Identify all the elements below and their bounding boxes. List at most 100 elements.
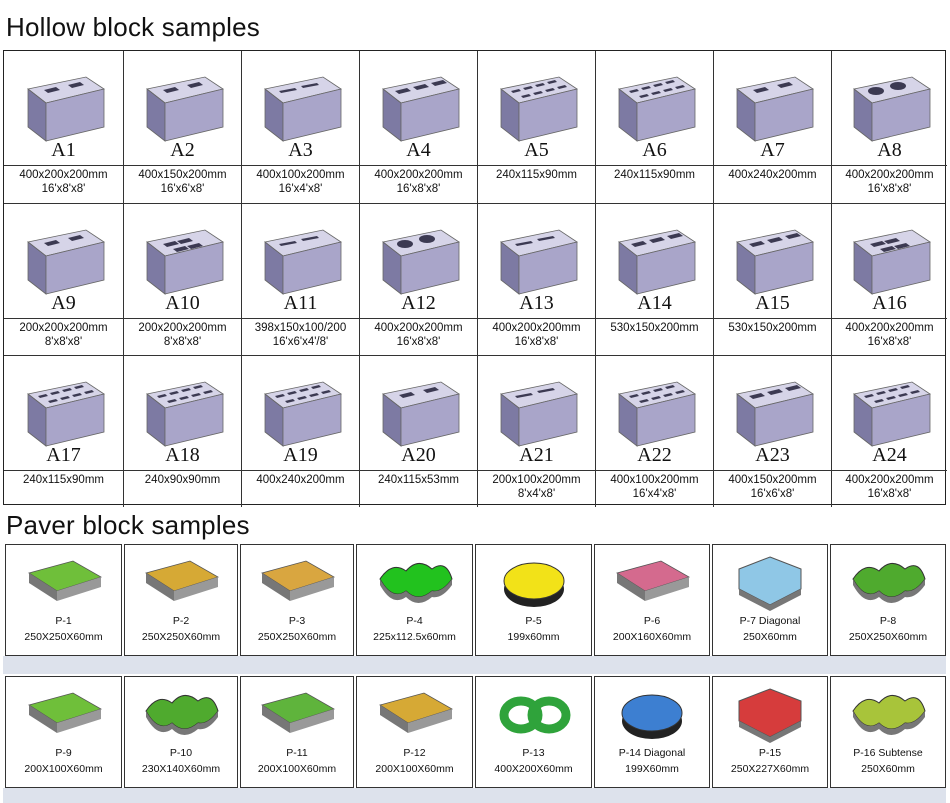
hollow-block-illustration <box>735 76 814 142</box>
paver-code: P-7 Diagonal <box>739 615 801 627</box>
paver-code: P-10 <box>169 747 193 759</box>
paver-block-illustration <box>852 563 926 603</box>
block-code: A21 <box>519 444 554 466</box>
block-image: A24 <box>832 356 947 471</box>
paver-block-illustration <box>27 692 102 733</box>
block-code: A8 <box>877 139 902 161</box>
paver-code: P-13 <box>522 747 545 759</box>
block-dimensions-ft: 16'x6'x8' <box>750 488 795 500</box>
block-dimensions-mm: 530x150x200mm <box>728 322 817 334</box>
hollow-block-illustration <box>617 381 696 447</box>
block-code: A10 <box>165 292 200 314</box>
block-dimensions-ft: 8'x8'x8' <box>163 336 202 348</box>
paver-code: P-3 <box>288 615 306 627</box>
paver-code: P-1 <box>55 615 72 627</box>
hollow-block-illustration <box>499 76 578 142</box>
block-code: A24 <box>872 444 907 466</box>
block-image: A7 <box>714 51 831 166</box>
block-dimensions-ft: 16'x8'x8' <box>867 488 912 500</box>
paver-block-illustration <box>738 556 802 611</box>
block-dimensions-ft: 8'x4'x8' <box>517 488 556 500</box>
block-code: A23 <box>755 444 790 466</box>
paver-section-title: Paver block samples <box>6 510 250 540</box>
paver-code: P-11 <box>286 747 308 759</box>
block-code: A11 <box>283 292 318 314</box>
block-image: A21 <box>478 356 595 471</box>
paver-dimensions: 199x60mm <box>507 631 560 643</box>
block-dimensions-ft: 8'x8'x8' <box>44 336 83 348</box>
hollow-block-illustration <box>381 76 460 142</box>
paver-code: P-2 <box>172 615 190 627</box>
block-code: A2 <box>170 139 195 161</box>
block-dimensions-ft: 16'x4'x8' <box>632 488 677 500</box>
block-dimensions-ft: 16'x4'x8' <box>278 183 323 195</box>
block-dimensions-ft: 16'x8'x8' <box>41 183 86 195</box>
paver-block-illustration <box>616 560 690 601</box>
hollow-block-card: A8 400x200x200mm 16'x8'x8' <box>832 51 947 203</box>
block-code: A18 <box>165 444 200 466</box>
block-dimensions-ft: 16'x6'x8' <box>160 183 205 195</box>
block-dimensions-mm: 240x115x90mm <box>496 169 577 181</box>
paver-code: P-8 <box>879 615 897 627</box>
hollow-block-card: A23 400x150x200mm 16'x6'x8' <box>714 356 832 507</box>
block-code: A20 <box>401 444 436 466</box>
hollow-block-illustration <box>852 76 931 142</box>
paver-dimensions: 250X60mm <box>743 631 797 643</box>
block-image: A8 <box>832 51 947 166</box>
hollow-block-card: A21 200x100x200mm 8'x4'x8' <box>478 356 596 507</box>
block-dimensions-ft: 16'x8'x8' <box>514 336 559 348</box>
hollow-block-illustration <box>617 229 696 295</box>
block-dimensions-mm: 400x150x200mm <box>728 474 817 486</box>
paver-code: P-15 <box>758 747 782 759</box>
block-dimensions-mm: 240x115x90mm <box>614 169 695 181</box>
block-dimensions-ft: 16'x8'x8' <box>396 336 441 348</box>
block-image: A4 <box>360 51 477 166</box>
block-dimensions-mm: 400x240x200mm <box>728 169 817 181</box>
block-dimensions-ft: 16'x8'x8' <box>867 183 912 195</box>
block-image: A12 <box>360 204 477 319</box>
hollow-block-illustration <box>852 381 931 447</box>
paver-code: P-14 Diagonal <box>618 747 686 759</box>
paver-block-illustration <box>27 560 102 601</box>
paver-dimensions: 250X250X60mm <box>848 631 928 643</box>
block-image: A16 <box>832 204 947 319</box>
block-code: A17 <box>46 444 81 466</box>
paver-row-divider <box>3 788 946 803</box>
block-dimensions-mm: 240x115x53mm <box>378 474 459 486</box>
block-image: A13 <box>478 204 595 319</box>
block-dimensions-mm: 398x150x100/200 <box>254 322 347 334</box>
paver-block-card: P-8 250X250X60mm <box>830 544 946 656</box>
block-image: A11 <box>242 204 359 319</box>
hollow-block-illustration <box>263 381 342 447</box>
block-dimensions-mm: 400x200x200mm <box>845 169 934 181</box>
block-code: A19 <box>283 444 318 466</box>
block-image: A5 <box>478 51 595 166</box>
block-code: A5 <box>524 139 549 161</box>
paver-block-illustration <box>852 695 926 735</box>
block-image: A1 <box>4 51 123 166</box>
block-dimensions-mm: 200x100x200mm <box>492 474 581 486</box>
block-dimensions-mm: 400x200x200mm <box>845 474 934 486</box>
block-code: A1 <box>51 139 76 161</box>
paver-block-illustration <box>261 560 335 601</box>
paver-block-illustration <box>738 688 802 743</box>
